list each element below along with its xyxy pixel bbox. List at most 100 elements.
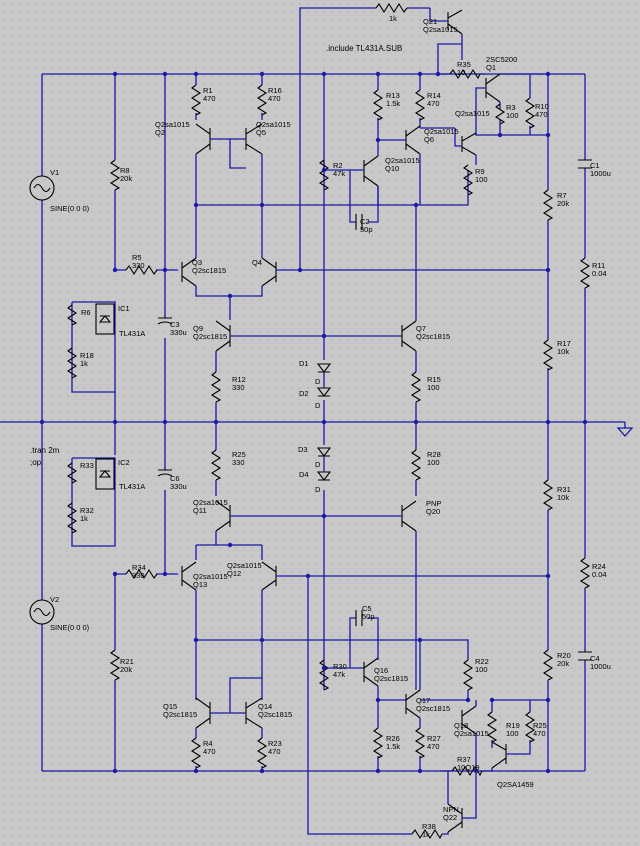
r21-resistor	[109, 649, 121, 681]
d3-diode	[316, 447, 332, 457]
label-d2d: D	[315, 402, 320, 410]
label-line: Q2SA1459	[497, 780, 534, 789]
label-line: R30	[333, 662, 347, 671]
label-line: 100	[427, 457, 440, 467]
r10-resistor	[524, 97, 536, 129]
label-line: IC2	[118, 458, 130, 467]
d2-diode	[316, 387, 332, 397]
label-line: Q2sa1015	[454, 728, 489, 738]
label-line: Q14	[258, 702, 273, 711]
r8-resistor	[109, 159, 121, 191]
label-line: Q2sc1815	[374, 673, 409, 683]
r5-resistor	[125, 264, 158, 276]
label-line: Q18	[454, 721, 469, 730]
label-line: 50p	[360, 224, 373, 234]
label-line: C1	[590, 161, 600, 170]
label-q19: Q2SA1459	[497, 781, 534, 789]
label-line: D4	[299, 470, 309, 479]
label-line: R13	[386, 91, 400, 100]
ic2-body	[95, 458, 115, 490]
label-line: 0.04	[592, 268, 607, 278]
label-v1v: SINE(0 0 0)	[50, 205, 89, 213]
label-line: R16	[268, 86, 282, 95]
r6-resistor	[66, 304, 78, 326]
label-line: Q2sa1015	[155, 120, 190, 129]
label-line: Q2sc1815	[416, 331, 451, 341]
label-line: Q5	[256, 127, 267, 137]
q7-symbol	[401, 320, 417, 352]
label-ic1t: TL431A	[119, 330, 145, 338]
q16-symbol	[363, 657, 379, 687]
r11-resistor	[579, 257, 591, 289]
label-line: R32	[80, 506, 94, 515]
label-line: R28	[427, 450, 441, 459]
label-line: TL431A	[119, 482, 146, 491]
include-directive: .include TL431A.SUB	[326, 44, 403, 53]
label-line: IC1	[118, 304, 130, 313]
label-line: R27	[427, 734, 441, 743]
q1-symbol	[485, 73, 501, 103]
d1-diode	[316, 363, 332, 373]
label-line: R31	[557, 485, 571, 494]
r24-resistor	[579, 557, 591, 589]
c5-capacitor	[355, 610, 363, 626]
r13-resistor	[372, 89, 384, 121]
label-line: 10k	[557, 346, 570, 356]
c3-capacitor	[157, 317, 173, 325]
label-line: R4	[203, 739, 213, 748]
label-line: TL431A	[119, 329, 146, 338]
q12-symbol	[261, 561, 277, 591]
label-line: R11	[592, 261, 606, 270]
label-line: Q2sa1015	[385, 156, 420, 165]
label-line: 470	[203, 93, 216, 103]
label-line: Q2sa1015	[193, 498, 228, 507]
label-line: R15	[427, 375, 441, 384]
label-line: R5	[132, 253, 142, 262]
r1-resistor	[190, 84, 202, 116]
label-line: 100	[506, 728, 519, 738]
c6-capacitor	[157, 469, 173, 477]
label-line: Q6	[424, 134, 435, 144]
label-line: R17	[557, 339, 571, 348]
label-line: 330	[132, 260, 145, 270]
r31-resistor	[542, 479, 554, 511]
r16-resistor	[256, 84, 268, 116]
label-line: R38	[422, 822, 436, 831]
label-line: 470	[268, 746, 281, 756]
label-line: 1k	[80, 513, 88, 523]
label-line: 470	[533, 728, 546, 738]
label-line: Q22	[443, 812, 458, 822]
r-1k-resistor	[375, 2, 408, 14]
r17-resistor	[542, 339, 554, 371]
label-line: R19	[506, 721, 520, 730]
label-line: Q20	[426, 506, 441, 516]
r14-resistor	[414, 89, 426, 121]
label-line: 1.5k	[386, 741, 401, 751]
label-line: R37	[457, 755, 471, 764]
